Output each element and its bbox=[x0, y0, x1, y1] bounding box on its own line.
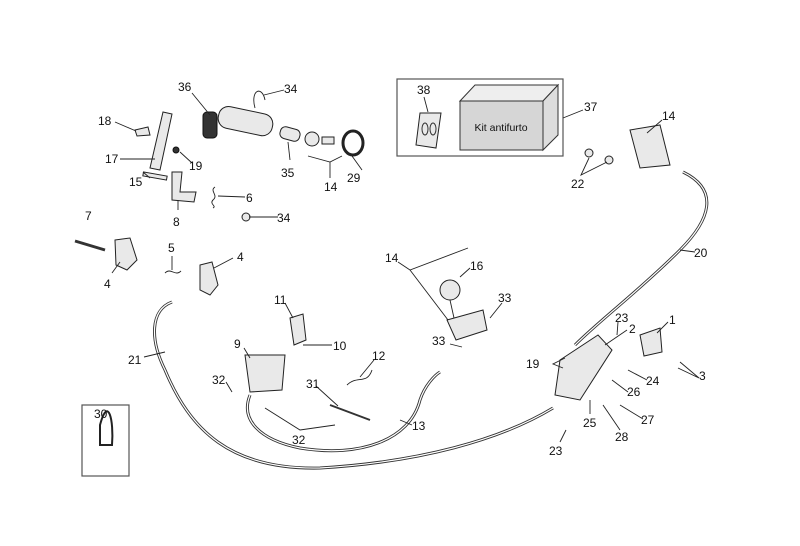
leader-lines bbox=[111, 89, 700, 443]
callout: 20 bbox=[694, 246, 708, 260]
callout: 35 bbox=[281, 166, 295, 180]
callout: 36 bbox=[178, 80, 192, 94]
callout: 24 bbox=[646, 374, 660, 388]
callout: 14 bbox=[385, 251, 399, 265]
callout: 6 bbox=[246, 191, 253, 205]
callout: 15 bbox=[129, 175, 143, 189]
cable-13 bbox=[246, 370, 441, 453]
callout: 34 bbox=[277, 211, 291, 225]
callout: 3 bbox=[699, 369, 706, 383]
callout-labels: 36 34 18 17 19 35 14 29 15 8 6 34 7 4 5 … bbox=[85, 80, 708, 458]
part-38-sticker bbox=[415, 112, 442, 149]
callout: 4 bbox=[237, 250, 244, 264]
callout: 4 bbox=[104, 277, 111, 291]
callout: 11 bbox=[274, 293, 287, 307]
callout: 14 bbox=[324, 180, 338, 194]
callout: 28 bbox=[615, 430, 629, 444]
callout: 31 bbox=[306, 377, 320, 391]
callout: 37 bbox=[584, 100, 598, 114]
callout: 32 bbox=[292, 433, 306, 447]
callout: 21 bbox=[128, 353, 142, 367]
callout: 19 bbox=[526, 357, 540, 371]
callout: 17 bbox=[105, 152, 119, 166]
callout: 30 bbox=[94, 407, 108, 421]
callout: 18 bbox=[98, 114, 112, 128]
callout: 33 bbox=[498, 291, 512, 305]
callout: 34 bbox=[284, 82, 298, 96]
callout: 12 bbox=[372, 349, 386, 363]
cable-20 bbox=[573, 170, 709, 347]
kit-box: Kit antifurto bbox=[458, 83, 560, 152]
parts bbox=[74, 90, 671, 446]
callout: 5 bbox=[168, 241, 175, 255]
callout: 7 bbox=[85, 209, 92, 223]
callout: 27 bbox=[641, 413, 655, 427]
callout: 32 bbox=[212, 373, 226, 387]
cable-21 bbox=[153, 300, 554, 470]
callout: 2 bbox=[629, 322, 636, 336]
callout: 19 bbox=[189, 159, 203, 173]
callout: 38 bbox=[417, 83, 431, 97]
callout: 22 bbox=[571, 177, 585, 191]
callout: 8 bbox=[173, 215, 180, 229]
callout: 16 bbox=[470, 259, 484, 273]
callout: 10 bbox=[333, 339, 347, 353]
callout: 13 bbox=[412, 419, 426, 433]
callout: 33 bbox=[432, 334, 446, 348]
callout: 26 bbox=[627, 385, 641, 399]
part-30-frame bbox=[81, 404, 130, 477]
kit-antifurto-label: Kit antifurto bbox=[474, 122, 527, 134]
callout: 23 bbox=[549, 444, 563, 458]
callout: 23 bbox=[615, 311, 629, 325]
callout: 25 bbox=[583, 416, 597, 430]
callout: 29 bbox=[347, 171, 361, 185]
callout: 1 bbox=[669, 313, 676, 327]
callout: 14 bbox=[662, 109, 676, 123]
callout: 9 bbox=[234, 337, 241, 351]
